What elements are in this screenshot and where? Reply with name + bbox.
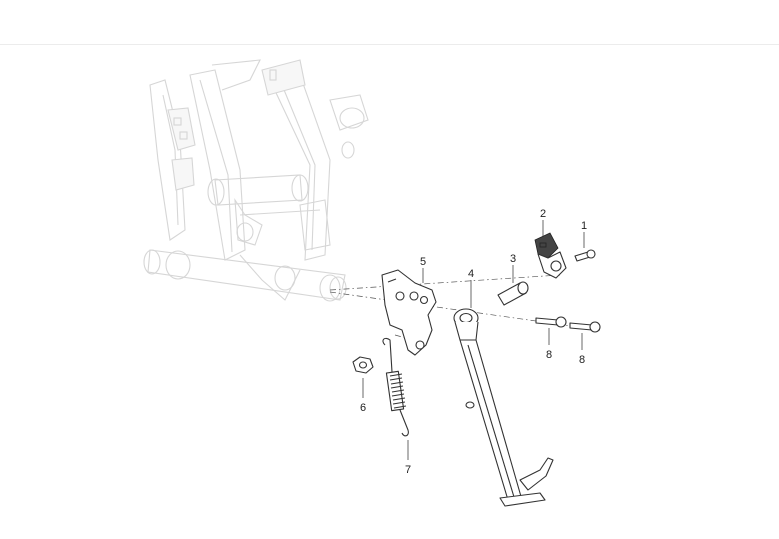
part-2-sensor — [534, 232, 567, 279]
part-7-spring — [382, 337, 409, 437]
callout-3: 3 — [510, 253, 516, 265]
part-8-bolt-a — [535, 316, 567, 328]
part-1-screw — [574, 249, 596, 262]
part-5-bracket — [381, 269, 437, 356]
callout-7: 7 — [405, 464, 411, 476]
callout-5: 5 — [420, 256, 426, 268]
leader-lines — [362, 220, 585, 460]
callout-8a: 8 — [546, 349, 552, 361]
part-8-bolt-b — [569, 321, 601, 333]
callouts: 1 2 3 4 5 6 7 8 8 — [360, 208, 587, 476]
part-6-nut — [352, 356, 374, 374]
part-4-side-stand — [453, 308, 554, 507]
callout-8b: 8 — [579, 354, 585, 366]
callout-4: 4 — [468, 268, 474, 280]
part-3-bushing — [497, 281, 529, 306]
ghosted-frame — [143, 59, 369, 302]
callout-6: 6 — [360, 402, 366, 414]
callout-1: 1 — [581, 220, 587, 232]
callout-2: 2 — [540, 208, 546, 220]
header-divider — [0, 44, 779, 45]
